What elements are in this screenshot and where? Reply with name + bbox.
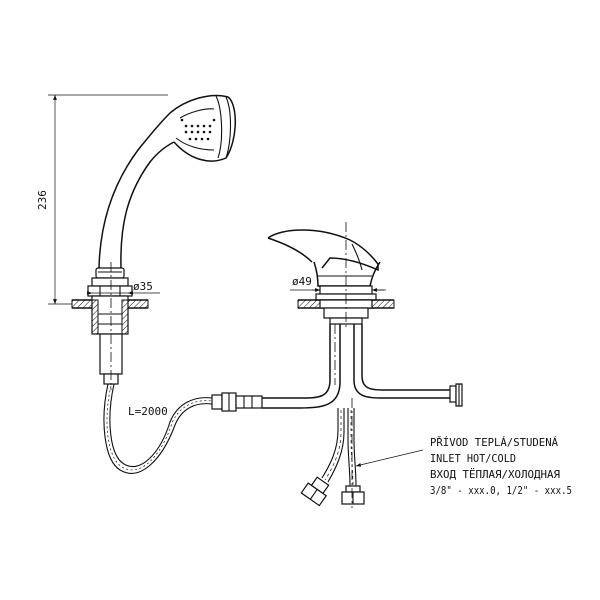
- dimension-shower-mount-diameter: ø35: [87, 280, 160, 295]
- hand-shower: [71, 94, 236, 390]
- hose-length-label: L=2000: [128, 405, 168, 418]
- flexible-hose: L=2000: [103, 383, 263, 474]
- inlet-note-line-en: INLET HOT/COLD: [430, 453, 516, 465]
- dimension-236-label: 236: [36, 190, 49, 210]
- dimension-faucet-diameter: ø49: [290, 275, 386, 292]
- dimension-49-label: ø49: [292, 275, 312, 288]
- mixer-faucet: [267, 222, 395, 330]
- inlet-note-leader: [355, 449, 424, 467]
- nozzle-dots: [180, 118, 216, 141]
- dimension-shower-height: 236: [36, 94, 168, 305]
- flexible-inlet-hoses: [300, 398, 365, 508]
- rigid-pipe-to-shower: [262, 324, 341, 409]
- inlet-note: PŘÍVOD TEPLÁ/STUDENÁ INLET HOT/COLD ВХОД…: [430, 436, 572, 497]
- rigid-pipe-right-outlet: [353, 324, 463, 407]
- dimension-35-label: ø35: [133, 280, 153, 293]
- inlet-note-line-sizes: 3/8" - xxx.0, 1/2" - xxx.5: [430, 485, 572, 497]
- inlet-note-line-cz: PŘÍVOD TEPLÁ/STUDENÁ: [430, 436, 559, 449]
- inlet-note-line-ru: ВХОД ТЁПЛАЯ/ХОЛОДНАЯ: [430, 468, 560, 481]
